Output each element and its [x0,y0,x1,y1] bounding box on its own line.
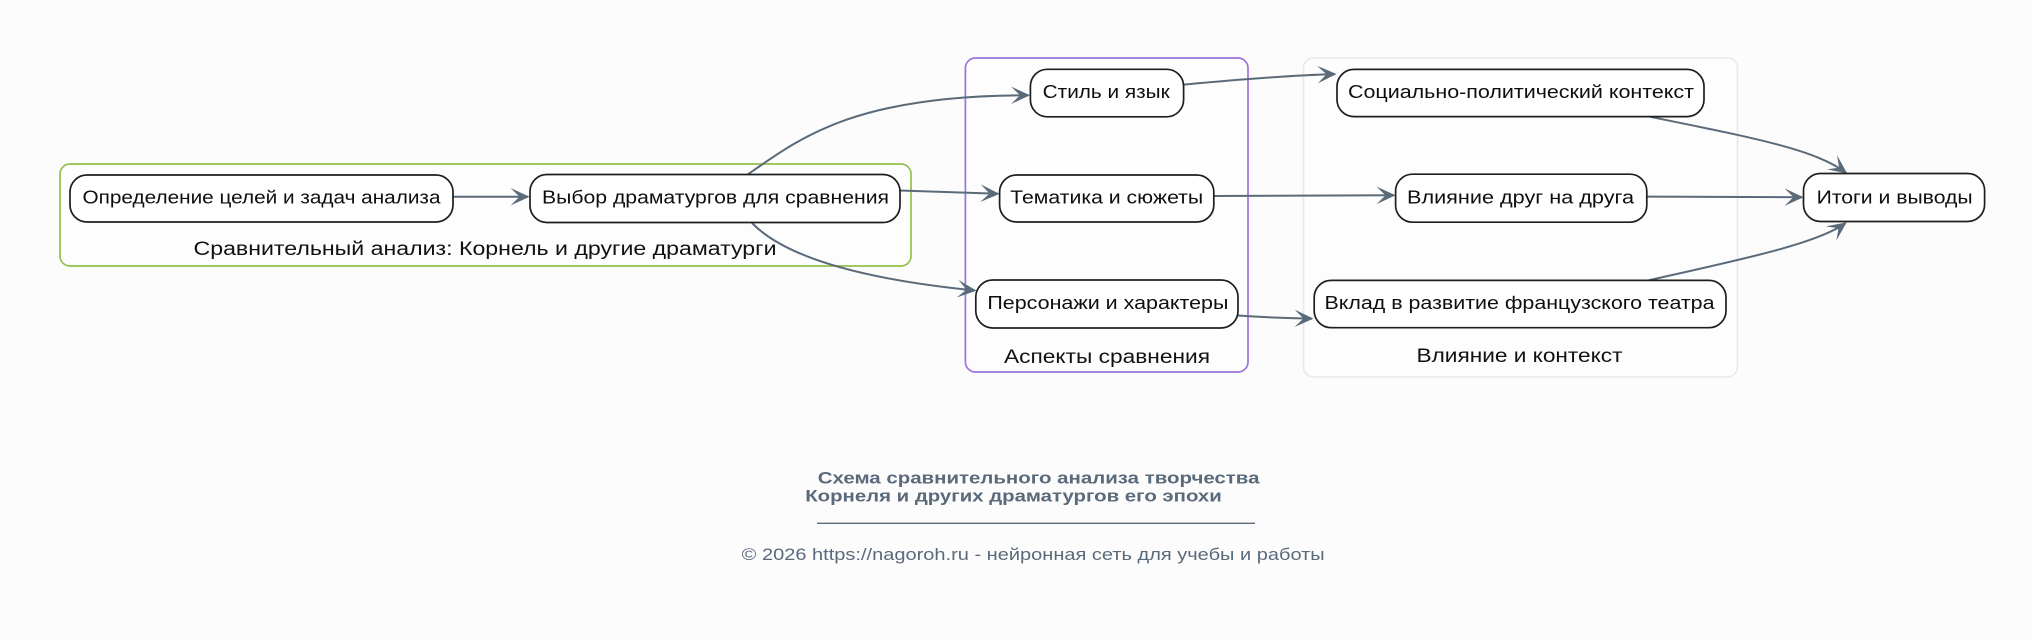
svg-text:Влияние и контекст: Влияние и контекст [1417,345,1623,367]
svg-text:Стиль и язык: Стиль и язык [1043,81,1171,102]
svg-text:Выбор драматургов для сравнени: Выбор драматургов для сравнения [542,187,889,208]
svg-text:Персонажи и характеры: Персонажи и характеры [987,292,1228,313]
svg-text:Вклад в развитие французского: Вклад в развитие французского театра [1325,292,1716,313]
svg-text:Итоги и выводы: Итоги и выводы [1817,186,1973,207]
svg-text:Схема сравнительного анализа т: Схема сравнительного анализа творчества [818,469,1260,488]
svg-text:Аспекты сравнения: Аспекты сравнения [1004,346,1210,368]
svg-text:Социально-политический контекс: Социально-политический контекст [1348,81,1695,102]
svg-text:Определение целей и задач анал: Определение целей и задач анализа [83,187,442,208]
svg-text:Влияние друг на друга: Влияние друг на друга [1407,187,1635,208]
svg-text:© 2026 https://nagoroh.ru - не: © 2026 https://nagoroh.ru - нейронная се… [742,545,1325,564]
svg-text:Сравнительный анализ: Корнель: Сравнительный анализ: Корнель и другие д… [194,238,777,260]
svg-text:Тематика и сюжеты: Тематика и сюжеты [1010,187,1203,208]
svg-text:Корнеля и других драматургов е: Корнеля и других драматургов его эпохи [805,487,1222,506]
